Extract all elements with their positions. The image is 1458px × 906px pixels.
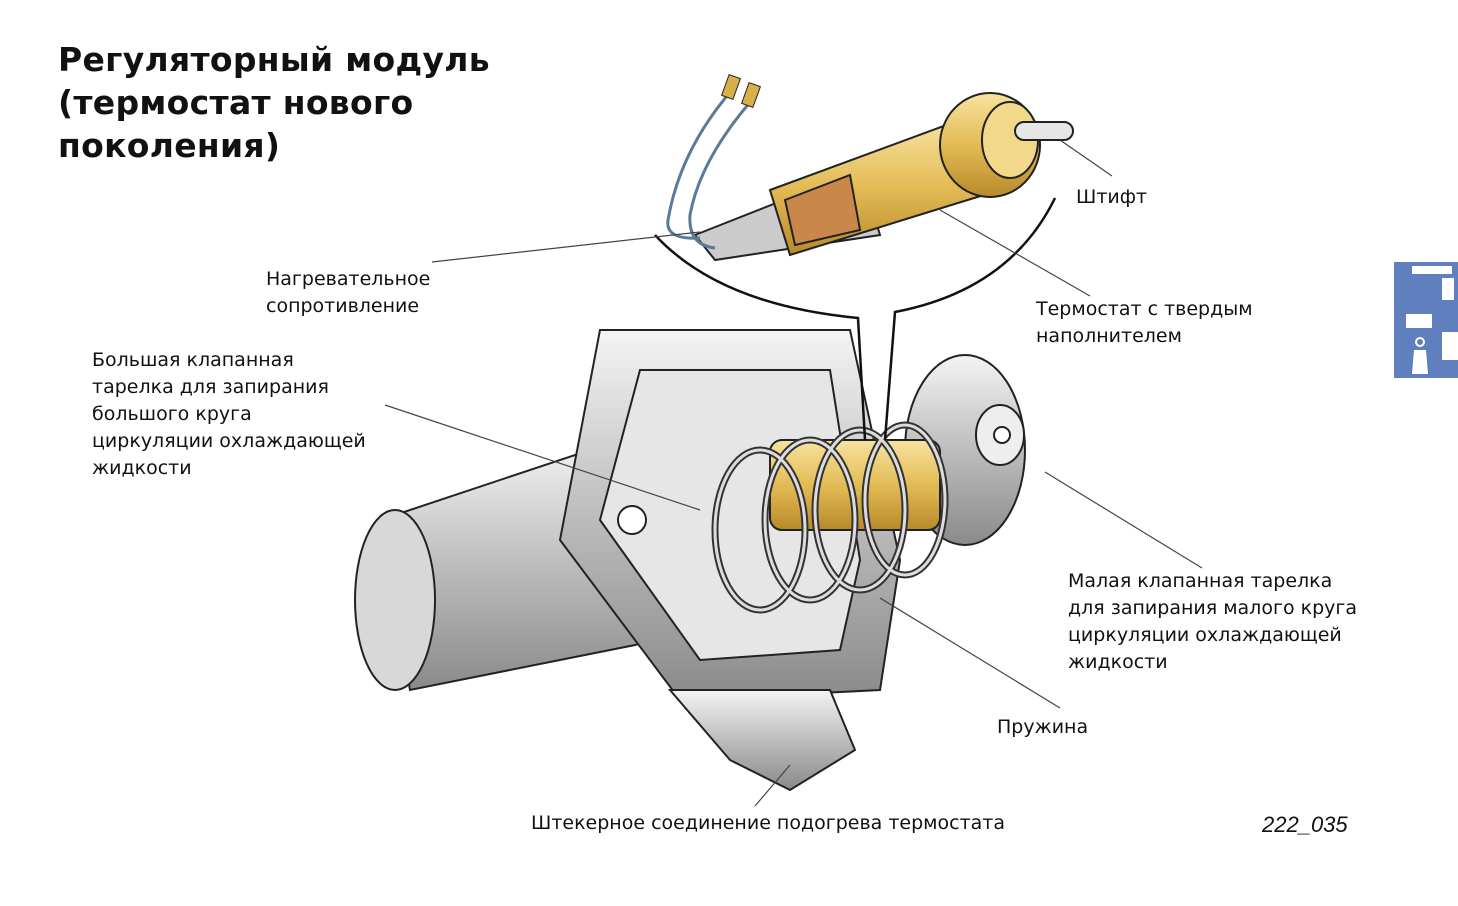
label-line: Штифт	[1076, 186, 1148, 208]
label-line: Пружина	[997, 716, 1089, 738]
label-spring: Пружина	[997, 714, 1088, 741]
housing	[354, 329, 902, 792]
label-line: Малая клапанная тарелка	[1068, 570, 1333, 592]
label-line: Нагревательное	[266, 268, 431, 290]
label-line: большого круга	[92, 403, 252, 425]
figure-number: 222_035	[1262, 812, 1348, 837]
label-line: наполнителем	[1036, 325, 1182, 347]
label-small-valve: Малая клапанная тарелка для запирания ма…	[1068, 568, 1357, 676]
label-line: жидкости	[92, 457, 192, 479]
title-line: Регуляторный модуль	[58, 40, 490, 79]
label-line: для запирания малого круга	[1068, 597, 1358, 619]
title-line: (термостат нового	[58, 83, 414, 122]
label-line: циркуляции охлаждающей	[1068, 624, 1342, 646]
label-line: жидкости	[1068, 651, 1168, 673]
spring-highlight	[713, 423, 947, 612]
title-line: поколения)	[58, 126, 281, 165]
label-connector: Штекерное соединение подогрева термостат…	[531, 810, 1005, 837]
detail-callout	[654, 197, 1057, 441]
label-line: циркуляции охлаждающей	[92, 430, 366, 452]
thermostat-detail	[693, 92, 1074, 262]
label-thermostat: Термостат с твердым наполнителем	[1036, 296, 1253, 350]
label-big-valve: Большая клапанная тарелка для запирания …	[92, 347, 366, 482]
label-line: Большая клапанная	[92, 349, 294, 371]
label-pin: Штифт	[1076, 184, 1147, 211]
heater-wires	[666, 89, 754, 250]
label-line: сопротивление	[266, 295, 420, 317]
label-heater: Нагревательное сопротивление	[266, 266, 430, 320]
leader-lines	[384, 139, 1203, 807]
label-line: Штекерное соединение подогрева термостат…	[531, 812, 1005, 834]
label-line: Термостат с твердым	[1036, 298, 1253, 320]
engine-section-tab-icon	[1394, 262, 1458, 378]
label-line: тарелка для запирания	[92, 376, 329, 398]
page-title: Регуляторный модуль (термостат нового по…	[58, 38, 490, 167]
